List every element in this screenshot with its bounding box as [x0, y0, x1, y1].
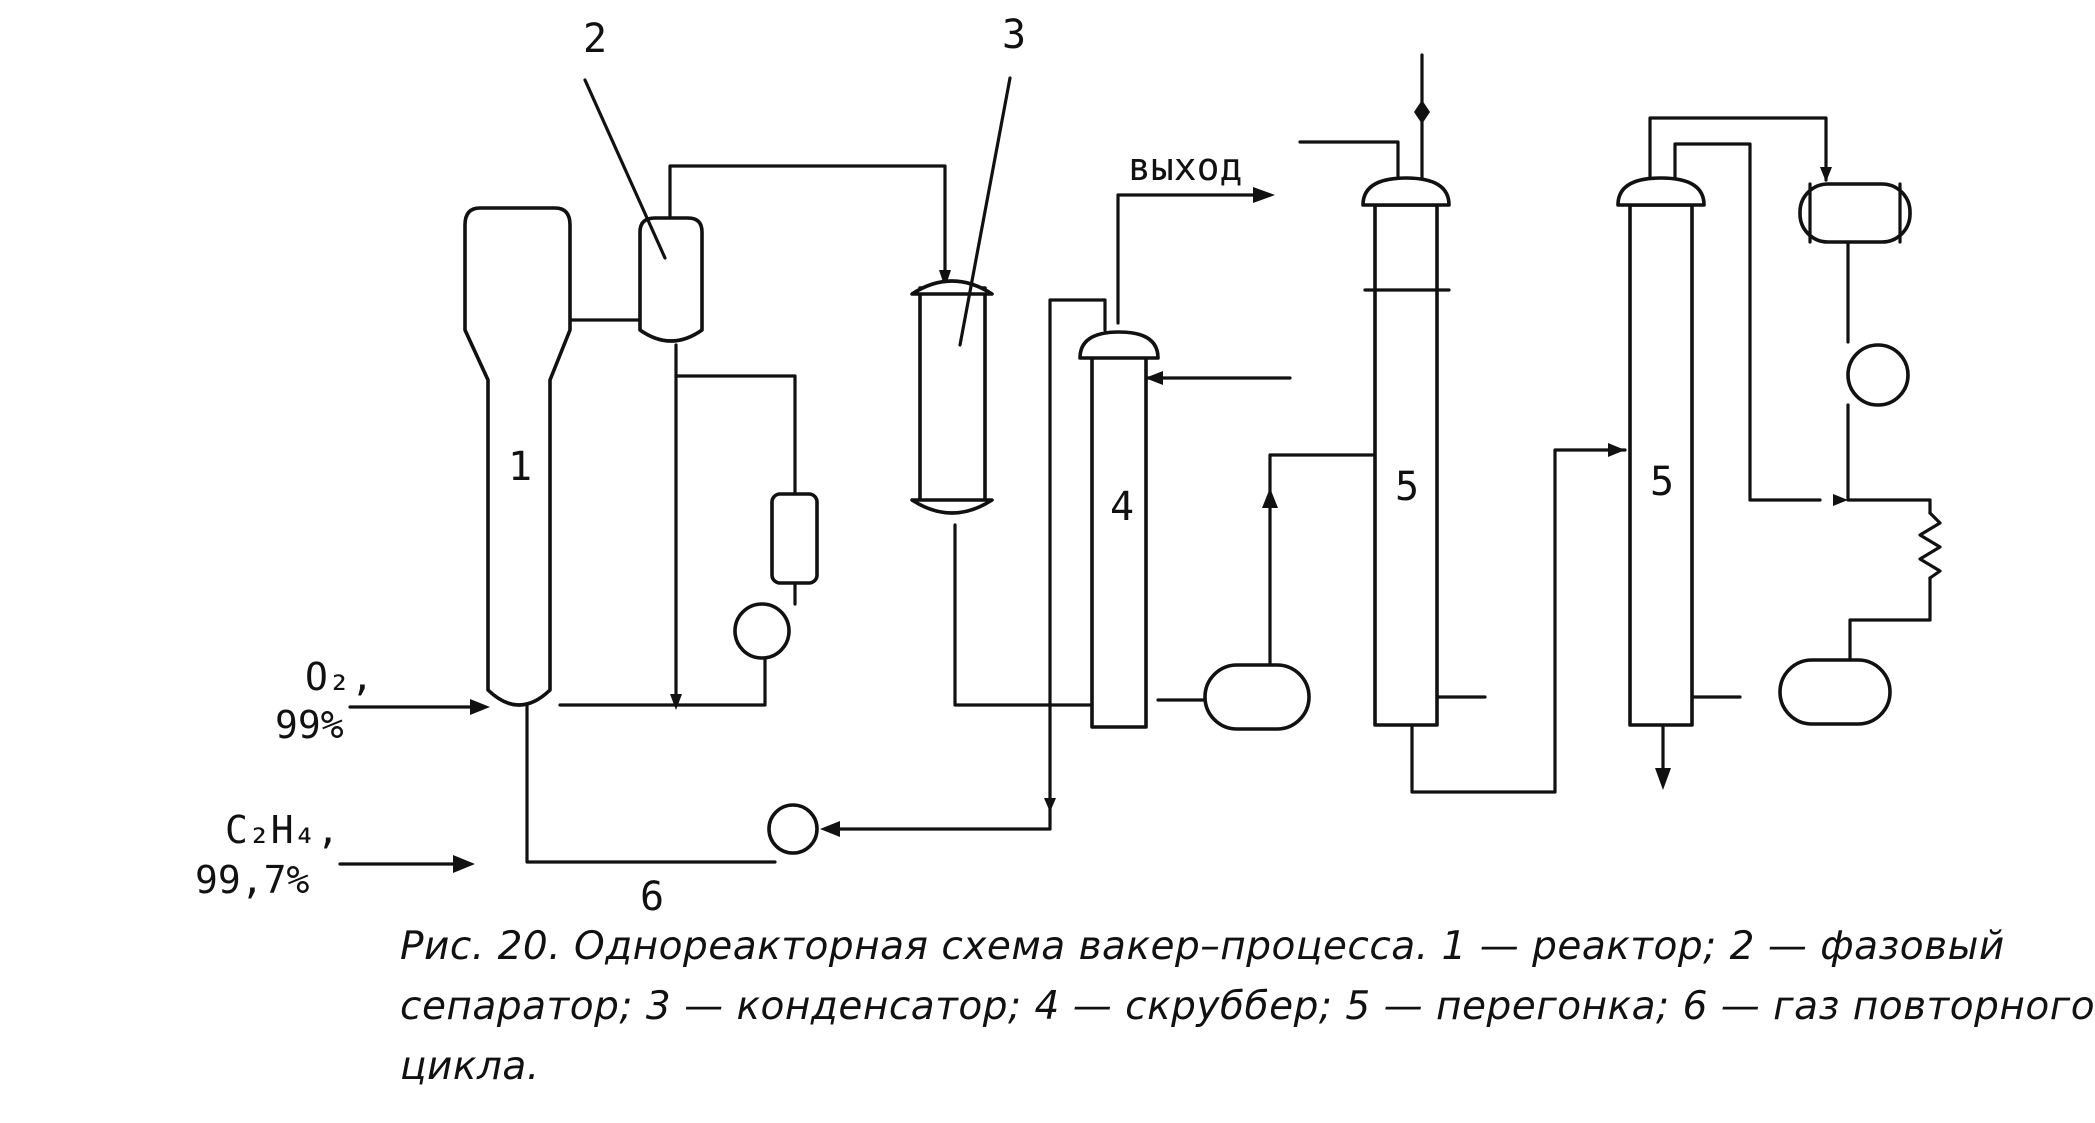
phase-separator	[638, 216, 704, 343]
arrow-water-in	[1145, 371, 1163, 385]
caption-line-1: Рис. 20. Однореакторная схема вакер–проц…	[400, 924, 2005, 969]
arrow-condenser-in	[939, 270, 951, 288]
arrow-to-pump	[820, 821, 840, 837]
leader-condenser	[958, 76, 1012, 347]
pipe-column-2-top-drum	[1648, 116, 1828, 182]
arrow-reflux-drum	[1820, 167, 1832, 182]
intermediate-drum	[1203, 663, 1311, 731]
leader-separator	[583, 78, 667, 260]
pipe-pump-reactor	[558, 656, 767, 707]
reactor	[463, 206, 572, 707]
pipe-separator-cooler	[674, 374, 797, 496]
recycle-compressor	[767, 803, 819, 855]
label-reactor: 1	[508, 444, 532, 490]
pipe-recycle-loop	[525, 673, 777, 864]
arrow-oxygen	[470, 699, 490, 715]
arrow-liquid-return	[670, 694, 682, 710]
reflux-pump	[1846, 343, 1910, 407]
caption-line-3: цикла.	[400, 1044, 540, 1089]
pipe-column-1-column-2	[1410, 448, 1627, 794]
label-scrubber: 4	[1110, 484, 1134, 530]
caption-line-2: сепаратор; 3 — конденсатор; 4 — скруббер…	[400, 984, 2095, 1029]
arrow-ethylene	[453, 855, 475, 873]
arrow-reflux-return	[1833, 494, 1848, 506]
recycle-pump	[733, 602, 791, 660]
pipe-condenser-scrubber	[953, 523, 1092, 707]
label-separator: 2	[583, 16, 607, 62]
pipe-column-1-top	[1298, 140, 1400, 180]
heating-coil	[1918, 511, 1942, 580]
arrow-valve-2	[1414, 112, 1430, 124]
arrow-drain	[1655, 768, 1671, 790]
recycle-cooler	[770, 492, 819, 585]
pipe-recycle-scrubber	[838, 298, 1107, 831]
scrubber	[1090, 350, 1148, 729]
condenser-bottom-head	[910, 498, 994, 515]
condenser-top-head	[910, 279, 994, 296]
arrow-column-2-in	[1608, 443, 1625, 457]
label-oxygen-purity: 99%	[275, 703, 344, 747]
label-ethylene-formula: C₂H₄,	[225, 808, 339, 852]
pipe-coil-drum	[1848, 576, 1932, 660]
pipe-drum-column-1	[1268, 453, 1377, 665]
label-oxygen-formula: O₂,	[305, 655, 374, 699]
column-1-head	[1361, 176, 1451, 207]
figure-caption: Рис. 20. Однореакторная схема вакер–проц…	[400, 917, 2095, 1097]
piping	[338, 53, 1942, 866]
product-drum	[1778, 658, 1892, 726]
column-2-head	[1616, 176, 1706, 207]
arrow-drum-up	[1262, 488, 1278, 508]
arrow-valve-1	[1414, 100, 1430, 112]
equipment	[463, 176, 1912, 855]
label-outlet: выход	[1128, 145, 1242, 189]
reflux-drum	[1798, 182, 1912, 244]
label-ethylene-purity: 99,7%	[195, 858, 310, 902]
process-flow-diagram: 2 3 1 4 5 5 6 выход O₂, 99% C₂H₄, 99,7%	[195, 12, 1942, 920]
label-condenser: 3	[1002, 12, 1026, 58]
labels: 2 3 1 4 5 5 6 выход O₂, 99% C₂H₄, 99,7%	[195, 12, 1674, 920]
label-recycle-gas: 6	[640, 874, 664, 920]
label-column-2: 5	[1650, 459, 1674, 505]
pipe-column-2-reflux	[1673, 142, 1822, 502]
label-column-1: 5	[1395, 464, 1419, 510]
arrow-outlet	[1253, 187, 1275, 203]
pipe-scrubber-outlet	[1116, 193, 1257, 325]
scrubber-head	[1078, 330, 1160, 360]
arrow-recycle-down	[1044, 798, 1056, 812]
pipe-pump-coil	[1846, 403, 1932, 515]
distillation-column-1	[1373, 203, 1439, 727]
condenser	[918, 286, 987, 505]
pipe-separator-condenser	[668, 164, 947, 280]
